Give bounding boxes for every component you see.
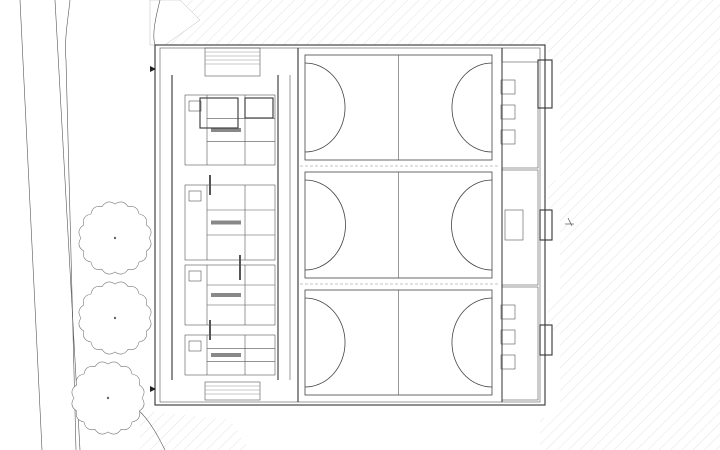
changing-rooms [184,94,276,376]
tree-trunk-2 [113,316,117,320]
store-room [244,97,274,119]
goal-area-left-1 [304,62,346,153]
street-edge [19,0,166,450]
toilet-4 [188,340,202,352]
hatched-ground [140,0,720,450]
stair-top [204,47,261,77]
bench-1 [211,128,241,132]
toilet-3 [188,270,202,282]
entrance-arrow-icon [150,66,156,392]
stair-treads [205,51,260,395]
stair-bottom [204,381,261,401]
toilet-2 [188,190,202,202]
tree-group [71,201,152,435]
goal-area-right-3 [451,297,493,388]
north-marker-icon [565,217,574,227]
goal-area-right-1 [451,62,493,153]
room-block-2 [184,184,276,261]
room-block-4 [184,334,276,376]
toilet-1 [188,100,202,112]
tree-trunk-3 [106,396,110,400]
service-rooms [500,59,553,401]
goal-area-right-2 [451,179,493,271]
goal-area-left-3 [304,297,346,388]
room-block-1 [184,94,276,166]
goal-area-left-2 [304,179,346,271]
office-room [199,97,239,129]
bench-2 [211,220,241,225]
bench-3 [211,293,241,297]
tree-trunk-1 [113,236,117,240]
building [154,44,546,406]
court-group [300,54,500,396]
room-block-3 [184,264,276,326]
bench-4 [211,353,241,357]
